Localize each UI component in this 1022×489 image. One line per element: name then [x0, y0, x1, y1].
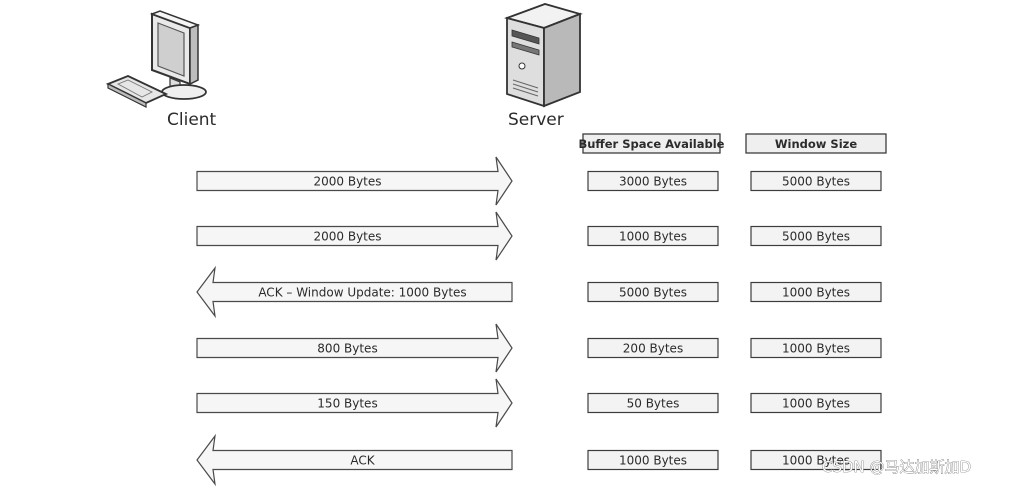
- window-cell: 1000 Bytes: [750, 449, 882, 471]
- message-label: ACK – Window Update: 1000 Bytes: [258, 286, 466, 300]
- window-value: 5000 Bytes: [782, 175, 850, 189]
- window-value: 5000 Bytes: [782, 230, 850, 244]
- message-arrow-to-client: ACK: [196, 433, 513, 487]
- buffer-cell: 5000 Bytes: [587, 281, 719, 303]
- arrow-shape: [196, 433, 513, 487]
- buffer-header-text: Buffer Space Available: [578, 137, 724, 151]
- window-header-text: Window Size: [775, 137, 857, 151]
- window-value: 1000 Bytes: [782, 454, 850, 468]
- window-value: 1000 Bytes: [782, 342, 850, 356]
- buffer-cell: 50 Bytes: [587, 392, 719, 414]
- window-value: 1000 Bytes: [782, 397, 850, 411]
- message-label: ACK: [350, 454, 375, 468]
- arrow-shape: [196, 265, 513, 319]
- buffer-cell: 3000 Bytes: [587, 170, 719, 192]
- client-label: Client: [167, 110, 217, 130]
- arrow-shape: [196, 156, 513, 206]
- buffer-column-header: Buffer Space Available: [578, 133, 725, 154]
- window-cell: 5000 Bytes: [750, 225, 882, 247]
- window-value: 1000 Bytes: [782, 286, 850, 300]
- arrow-shape: [196, 211, 513, 261]
- window-column-header: Window Size: [745, 133, 887, 154]
- message-label: 2000 Bytes: [313, 175, 381, 189]
- message-arrow-to-client: ACK – Window Update: 1000 Bytes: [196, 265, 513, 319]
- window-cell: 1000 Bytes: [750, 392, 882, 414]
- window-cell: 1000 Bytes: [750, 281, 882, 303]
- watermark-text: CSDN @马达加斯加D: [822, 458, 971, 476]
- arrow-shape: [196, 378, 513, 428]
- server-label: Server: [508, 110, 564, 130]
- buffer-value: 200 Bytes: [623, 342, 683, 356]
- buffer-value: 5000 Bytes: [619, 286, 687, 300]
- message-arrow-to-server: 2000 Bytes: [196, 211, 513, 261]
- buffer-value: 1000 Bytes: [619, 230, 687, 244]
- window-cell: 1000 Bytes: [750, 337, 882, 359]
- buffer-value: 3000 Bytes: [619, 175, 687, 189]
- tower-server-icon: [504, 3, 583, 108]
- buffer-value: 50 Bytes: [627, 397, 680, 411]
- window-cell: 5000 Bytes: [750, 170, 882, 192]
- message-arrow-to-server: 150 Bytes: [196, 378, 513, 428]
- buffer-cell: 1000 Bytes: [587, 449, 719, 471]
- message-arrow-to-server: 800 Bytes: [196, 323, 513, 373]
- message-rows: 2000 Bytes 3000 Bytes 5000 Bytes 2000 Bytes…: [196, 156, 882, 487]
- message-arrow-to-server: 2000 Bytes: [196, 156, 513, 206]
- message-label: 2000 Bytes: [313, 230, 381, 244]
- buffer-cell: 1000 Bytes: [587, 225, 719, 247]
- message-label: 800 Bytes: [317, 342, 377, 356]
- desktop-computer-icon: [105, 10, 207, 108]
- message-label: 150 Bytes: [317, 397, 377, 411]
- buffer-cell: 200 Bytes: [587, 337, 719, 359]
- arrow-shape: [196, 323, 513, 373]
- buffer-value: 1000 Bytes: [619, 454, 687, 468]
